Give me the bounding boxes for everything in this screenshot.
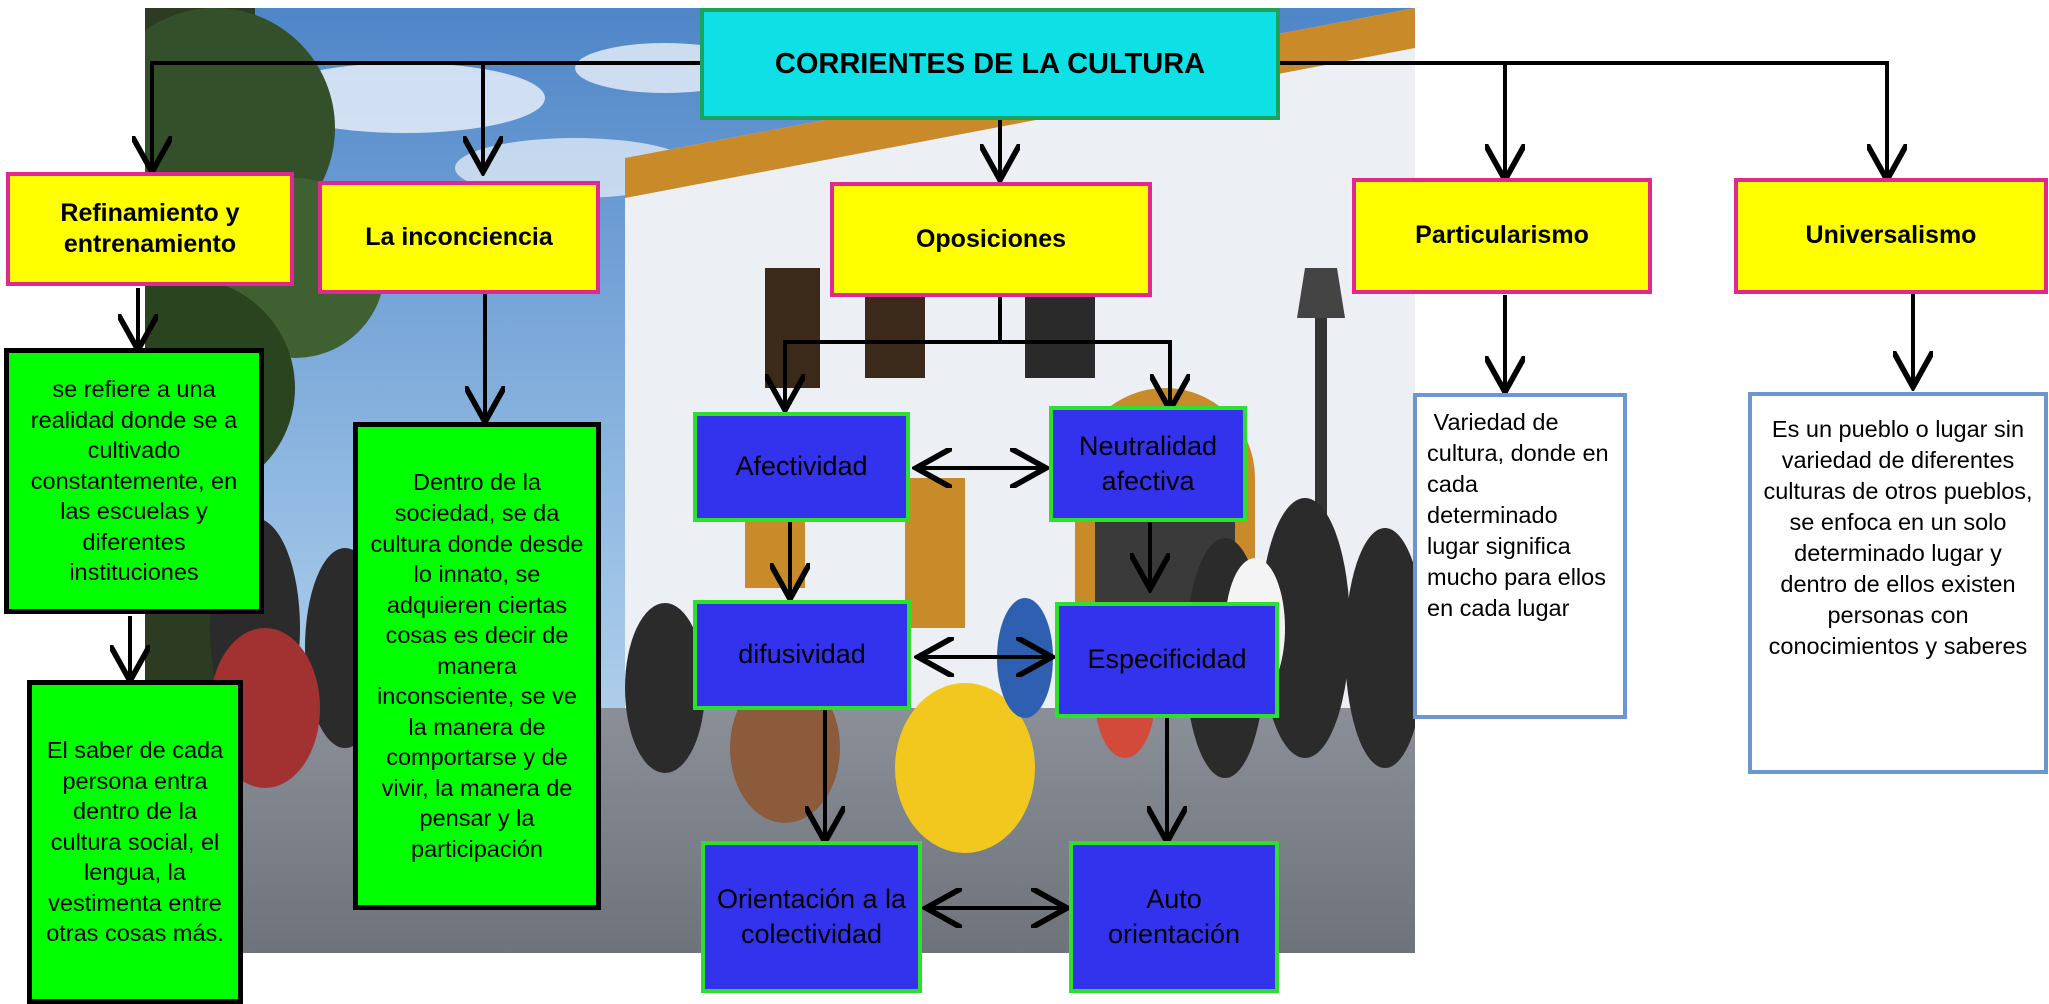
category-inconciencia-label: La inconciencia	[365, 222, 553, 251]
node-auto-orientacion: Auto orientación	[1069, 841, 1279, 993]
category-oposiciones-label: Oposiciones	[915, 224, 1067, 253]
node-neutralidad-afectiva-label: Neutralidad afectiva	[1078, 430, 1218, 496]
particularismo-description-text: Variedad de cultura, donde en cada deter…	[1427, 409, 1616, 622]
refinamiento-description: se refiere a una realidad donde se a cul…	[4, 348, 264, 614]
node-orientacion-colectividad: Orientación a la colectividad	[701, 841, 922, 993]
universalismo-description: Es un pueblo o lugar sin variedad de dif…	[1748, 392, 2048, 774]
refinamiento-description-text: se refiere a una realidad donde se a cul…	[30, 376, 238, 586]
node-afectividad: Afectividad	[693, 412, 910, 522]
node-especificidad-label: Especificidad	[1087, 644, 1247, 675]
particularismo-description: Variedad de cultura, donde en cada deter…	[1413, 393, 1627, 719]
category-inconciencia: La inconciencia	[318, 181, 600, 294]
refinamiento-detail-text: El saber de cada persona entra dentro de…	[46, 737, 224, 947]
category-universalismo-label: Universalismo	[1805, 221, 1977, 250]
category-universalismo: Universalismo	[1734, 178, 2048, 294]
inconciencia-description: Dentro de la sociedad, se da cultura don…	[353, 422, 601, 910]
category-refinamiento-label: Refinamiento y entrenamiento	[60, 198, 240, 258]
refinamiento-detail: El saber de cada persona entra dentro de…	[27, 680, 243, 1004]
node-auto-orientacion-label: Auto orientación	[1107, 883, 1241, 949]
universalismo-description-text: Es un pueblo o lugar sin variedad de dif…	[1763, 416, 2033, 660]
title-text: CORRIENTES DE LA CULTURA	[774, 47, 1206, 80]
inconciencia-description-text: Dentro de la sociedad, se da cultura don…	[370, 469, 584, 862]
node-difusividad: difusividad	[693, 600, 911, 710]
node-orientacion-colectividad-label: Orientación a la colectividad	[716, 883, 907, 949]
category-particularismo-label: Particularismo	[1415, 221, 1589, 250]
title-box: CORRIENTES DE LA CULTURA	[700, 8, 1280, 120]
node-afectividad-label: Afectividad	[735, 451, 868, 482]
node-neutralidad-afectiva: Neutralidad afectiva	[1049, 406, 1247, 522]
category-refinamiento: Refinamiento y entrenamiento	[6, 172, 294, 286]
node-especificidad: Especificidad	[1055, 602, 1279, 718]
category-oposiciones: Oposiciones	[830, 182, 1152, 297]
node-difusividad-label: difusividad	[738, 639, 866, 670]
category-particularismo: Particularismo	[1352, 178, 1652, 294]
